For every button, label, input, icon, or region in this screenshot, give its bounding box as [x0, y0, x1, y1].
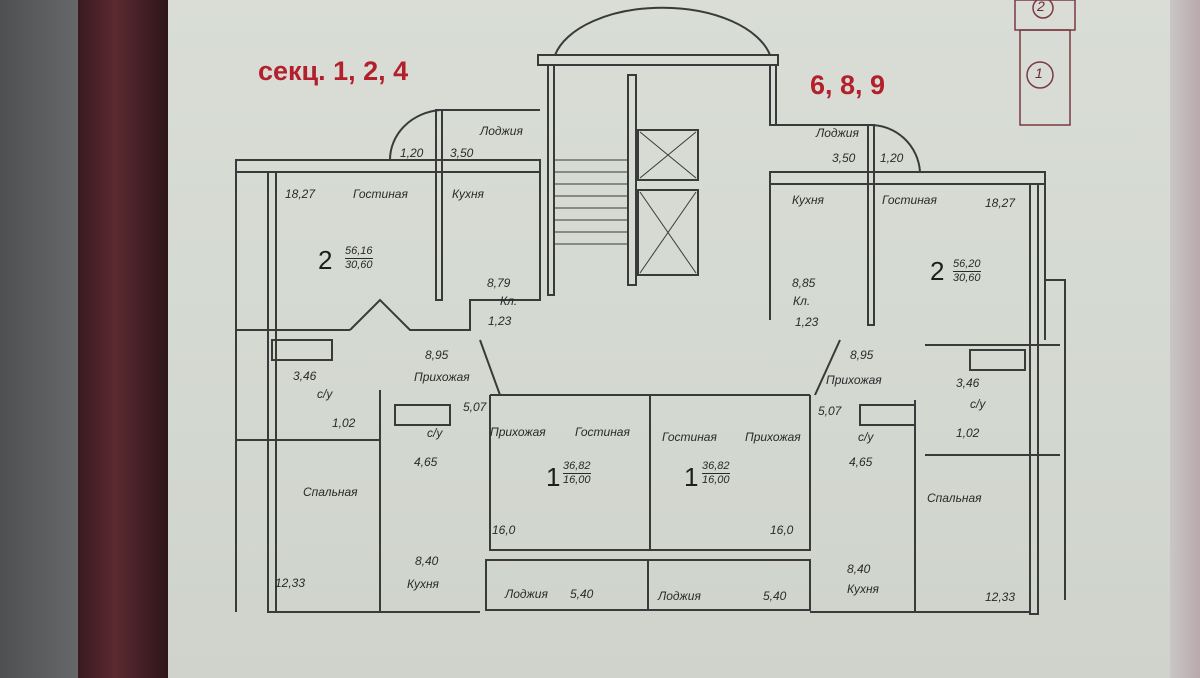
room-label: Прихожая [490, 425, 546, 439]
total-area: 56,20 [953, 258, 981, 272]
room-label: с/у [317, 387, 333, 401]
area-value: 12,33 [985, 590, 1016, 604]
room-label: Прихожая [826, 373, 882, 387]
room-label: Кл. [500, 294, 518, 308]
area-value: 18,27 [285, 187, 316, 201]
area-value: 12,33 [275, 576, 306, 590]
room-label: Спальная [927, 491, 982, 505]
room-count: 2 [318, 245, 333, 275]
room-label: Гостиная [353, 187, 408, 201]
living-area: 16,00 [702, 474, 730, 486]
room-count: 1 [546, 462, 561, 492]
room-label: Прихожая [745, 430, 801, 444]
area-value: 3,50 [832, 151, 856, 165]
room-label: Кл. [793, 294, 811, 308]
room-count: 1 [684, 462, 699, 492]
area-value: 8,85 [792, 276, 816, 290]
key-plan-label: 2 [1037, 0, 1045, 14]
room-label: Кухня [452, 187, 484, 201]
area-value: 1,02 [332, 416, 356, 430]
page-edge [1170, 0, 1200, 678]
area-value: 8,40 [847, 562, 871, 576]
area-value: 4,65 [414, 455, 438, 469]
area-value: 8,95 [850, 348, 874, 362]
sections-right-title: 6, 8, 9 [810, 70, 886, 100]
area-value: 18,27 [985, 196, 1016, 210]
area-value: 5,40 [763, 589, 787, 603]
sections-left-title: секц. 1, 2, 4 [258, 56, 409, 86]
area-value: 8,95 [425, 348, 449, 362]
room-label: Кухня [847, 582, 879, 596]
key-plan [1014, 0, 1076, 126]
area-value: 16,0 [492, 523, 516, 537]
area-value: 3,46 [956, 376, 980, 390]
area-value: 5,40 [570, 587, 594, 601]
living-area: 16,00 [563, 474, 591, 486]
folder-edge [78, 0, 170, 678]
area-value: 1,20 [400, 146, 424, 160]
room-label: с/у [427, 426, 443, 440]
living-area: 30,60 [953, 272, 981, 284]
room-label: с/у [858, 430, 874, 444]
room-label: Кухня [792, 193, 824, 207]
area-value: 4,65 [849, 455, 873, 469]
room-label: Кухня [407, 577, 439, 591]
area-value: 3,46 [293, 369, 317, 383]
room-label: Лоджия [816, 126, 859, 140]
area-value: 1,02 [956, 426, 980, 440]
area-value: 1,20 [880, 151, 904, 165]
key-plan-label: 1 [1035, 65, 1043, 81]
room-label: Лоджия [480, 124, 523, 138]
room-label: Гостиная [662, 430, 717, 444]
room-label: Прихожая [414, 370, 470, 384]
total-area: 56,16 [345, 245, 373, 259]
living-area: 30,60 [345, 259, 373, 271]
room-count: 2 [930, 256, 945, 286]
area-value: 1,23 [795, 315, 819, 329]
area-value: 3,50 [450, 146, 474, 160]
room-label: Гостиная [882, 193, 937, 207]
area-value: 16,0 [770, 523, 794, 537]
area-value: 8,79 [487, 276, 511, 290]
room-label: с/у [970, 397, 986, 411]
area-value: 1,23 [488, 314, 512, 328]
room-label: Гостиная [575, 425, 630, 439]
room-label: Спальная [303, 485, 358, 499]
background-surface [0, 0, 80, 678]
area-value: 8,40 [415, 554, 439, 568]
floor-plan-sheet [168, 0, 1178, 678]
area-value: 5,07 [818, 404, 842, 418]
total-area: 36,82 [702, 460, 730, 474]
total-area: 36,82 [563, 460, 591, 474]
room-label: Лоджия [505, 587, 548, 601]
area-value: 5,07 [463, 400, 487, 414]
room-label: Лоджия [658, 589, 701, 603]
